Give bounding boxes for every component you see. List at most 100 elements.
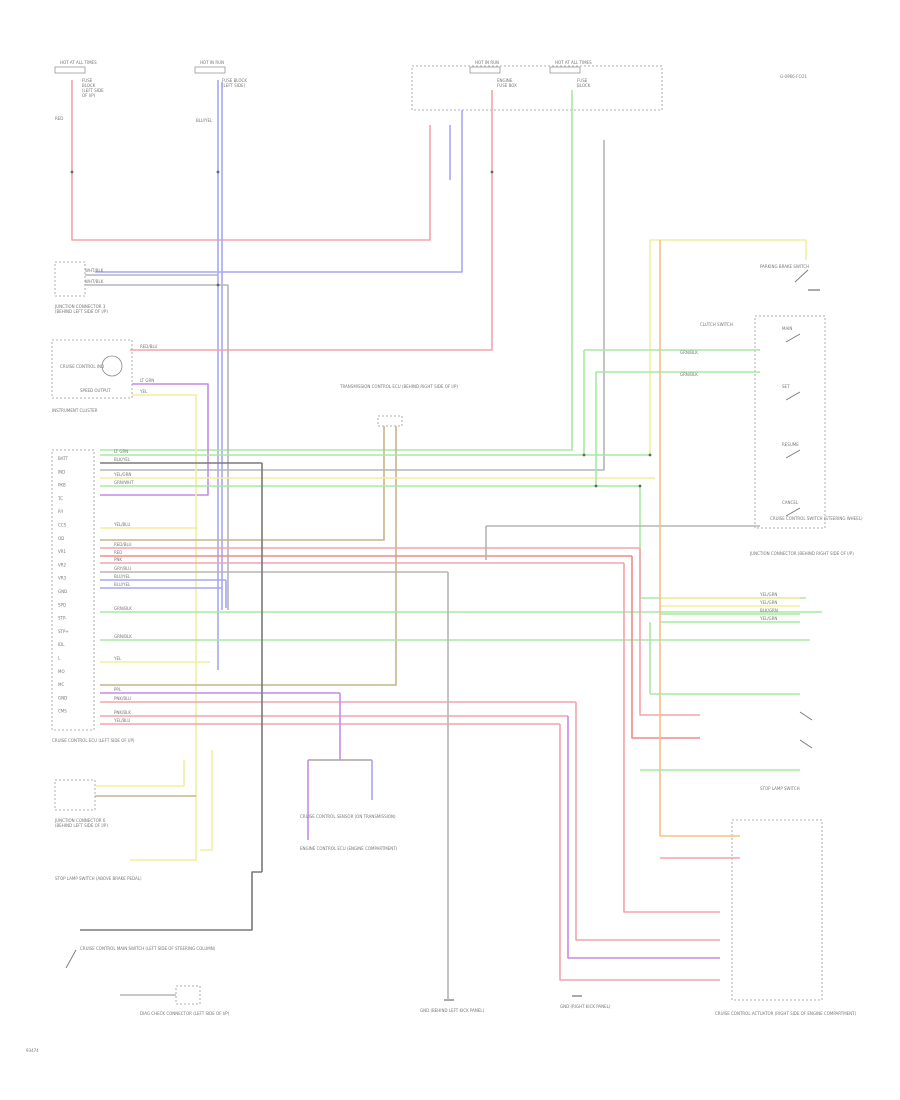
ecu-pin: BATT bbox=[58, 456, 69, 461]
gray-feed bbox=[100, 140, 605, 471]
switch-contact bbox=[785, 391, 801, 401]
diag-label: DIAG CHECK CONNECTOR (LEFT SIDE OF I/P) bbox=[140, 1011, 230, 1016]
switch-resume_label: RESUME bbox=[782, 442, 799, 447]
cruise-switch-label: CRUISE CONTROL SWITCH (STEERING WHEEL) bbox=[770, 516, 863, 521]
wire-label: PNK/BLK bbox=[114, 710, 131, 715]
ecu-pin: SPD bbox=[58, 602, 66, 607]
junction-bottom-label: JUNCTION CONNECTOR 6 bbox=[54, 818, 106, 823]
wire-label: YEL/GRN bbox=[759, 592, 777, 597]
wire-label: PNK bbox=[114, 557, 122, 562]
stop-switch-2 bbox=[799, 739, 813, 749]
yel-wire bbox=[130, 394, 197, 861]
jt-wire-2 bbox=[85, 284, 229, 610]
switch-contact bbox=[785, 449, 801, 459]
wire-label: BLK/YEL bbox=[114, 457, 131, 462]
source-desc: BLOCK bbox=[82, 83, 96, 88]
junction-top-label: JUNCTION CONNECTOR 3 bbox=[54, 304, 106, 309]
ecu-pin: GND bbox=[58, 695, 67, 700]
stop-switch-label: STOP LAMP SWITCH bbox=[760, 786, 800, 791]
instrument-cluster-box bbox=[51, 339, 133, 399]
ground-b-label: GND (RIGHT KICK PANEL) bbox=[560, 1004, 611, 1009]
wire-label: RED bbox=[55, 116, 63, 121]
wire-label: LT GRN bbox=[114, 449, 128, 454]
junction-top-label: (BEHIND LEFT SIDE OF I/P) bbox=[55, 309, 108, 314]
ecu-pin: MO bbox=[58, 669, 65, 674]
pink-to-act-1 bbox=[623, 563, 720, 913]
wire-label: YEL bbox=[113, 656, 122, 661]
cruise-main-switch bbox=[65, 949, 77, 969]
pkb-switch bbox=[794, 269, 809, 283]
splice-dot-3 bbox=[216, 283, 220, 287]
source-desc: (LEFT SIDE bbox=[82, 88, 104, 93]
ecu-pin: STP+ bbox=[58, 629, 69, 634]
splice-dot-7 bbox=[594, 484, 598, 488]
switch-main_label: MAIN bbox=[782, 326, 792, 331]
source-title: HOT AT ALL TIMES bbox=[60, 60, 97, 65]
junction-bottom-box bbox=[54, 779, 96, 811]
cluster-indicator bbox=[101, 355, 123, 377]
diag-connector bbox=[175, 985, 201, 1005]
trans-ecu-conn bbox=[377, 415, 403, 427]
ecu-pin: IDL bbox=[58, 642, 65, 647]
pink-to-act-2 bbox=[575, 702, 720, 941]
source-title: HOT AT ALL TIMES bbox=[555, 60, 592, 65]
brn-trans-2 bbox=[100, 426, 397, 686]
wire-label: YEL/GRN bbox=[759, 600, 777, 605]
source-title: HOT IN RUN bbox=[475, 60, 499, 65]
wire-label: GRN/BLK bbox=[114, 634, 132, 639]
source-desc: OF I/P) bbox=[82, 93, 96, 98]
cruise-main-label: CRUISE CONTROL MAIN SWITCH (LEFT SIDE OF… bbox=[80, 946, 216, 951]
yel-diag bbox=[200, 750, 213, 851]
source-desc: BLOCK bbox=[577, 83, 591, 88]
fuse-0 bbox=[54, 66, 86, 74]
source-desc: FUSE bbox=[577, 78, 588, 83]
ecu-pin: L bbox=[58, 656, 61, 661]
sensor-label: CRUISE CONTROL SENSOR (ON TRANSMISSION) bbox=[300, 814, 396, 819]
stop-switch bbox=[799, 711, 813, 721]
switch-cancel_label: CANCEL bbox=[782, 500, 799, 505]
source-title: HOT IN RUN bbox=[200, 60, 224, 65]
wire-label: RED bbox=[114, 550, 122, 555]
ecu-pin: TC bbox=[57, 496, 63, 501]
splice-dot-5 bbox=[638, 484, 642, 488]
stop-lamp-label: STOP LAMP SWITCH (ABOVE BRAKE PEDAL) bbox=[55, 876, 142, 881]
switch-contact bbox=[785, 333, 801, 343]
wire-label: PPL bbox=[114, 687, 122, 692]
wire-label: YEL bbox=[139, 389, 148, 394]
red-to-stop bbox=[631, 556, 700, 739]
wire-label: BLU/YEL bbox=[196, 118, 213, 123]
wire-label: YEL/BLU bbox=[113, 718, 130, 723]
cluster-item: CRUISE CONTROL IND bbox=[60, 364, 104, 369]
junction-top-box bbox=[54, 261, 86, 297]
splice-dot-2 bbox=[490, 170, 494, 174]
trans-ecu-label: TRANSMISSION CONTROL ECU (BEHIND RIGHT S… bbox=[339, 384, 458, 389]
dark-cms bbox=[80, 871, 262, 931]
ecu-pin: IND bbox=[58, 469, 65, 474]
wire-label: GRN/BLK bbox=[114, 606, 132, 611]
pink-to-stop bbox=[639, 548, 700, 716]
wire-label: YEL/GRN bbox=[113, 472, 131, 477]
ecu-pin: MC bbox=[58, 682, 64, 687]
cruise-switch-box bbox=[754, 315, 826, 529]
wire-label: PNK/BLU bbox=[114, 696, 131, 701]
ground-a-label: GND (BEHIND LEFT KICK PANEL) bbox=[420, 1008, 485, 1013]
source-desc: ENGINE bbox=[497, 78, 513, 83]
wire-label: GRN/BLK bbox=[680, 372, 698, 377]
splice-dot-1 bbox=[216, 170, 220, 174]
wire-label: LT GRN bbox=[140, 378, 154, 383]
red-feed-right bbox=[130, 90, 493, 351]
actuator-box bbox=[731, 819, 823, 1001]
ppl-wire bbox=[100, 383, 209, 496]
ecu-pin: CMS bbox=[58, 709, 67, 714]
ecu-pin: CCS bbox=[58, 523, 67, 528]
switch-set_label: SET bbox=[782, 384, 790, 389]
ecu-pin: P/I bbox=[58, 509, 63, 514]
fuse-3 bbox=[549, 66, 581, 74]
ecu-pin: VR2 bbox=[58, 562, 67, 567]
wire-label: GRN/BLK bbox=[680, 350, 698, 355]
junction-bottom-label: (BEHIND LEFT SIDE OF I/P) bbox=[55, 823, 108, 828]
source-desc: FUSE BOX bbox=[497, 83, 517, 88]
wire-label: BLK/GRN bbox=[760, 608, 778, 613]
